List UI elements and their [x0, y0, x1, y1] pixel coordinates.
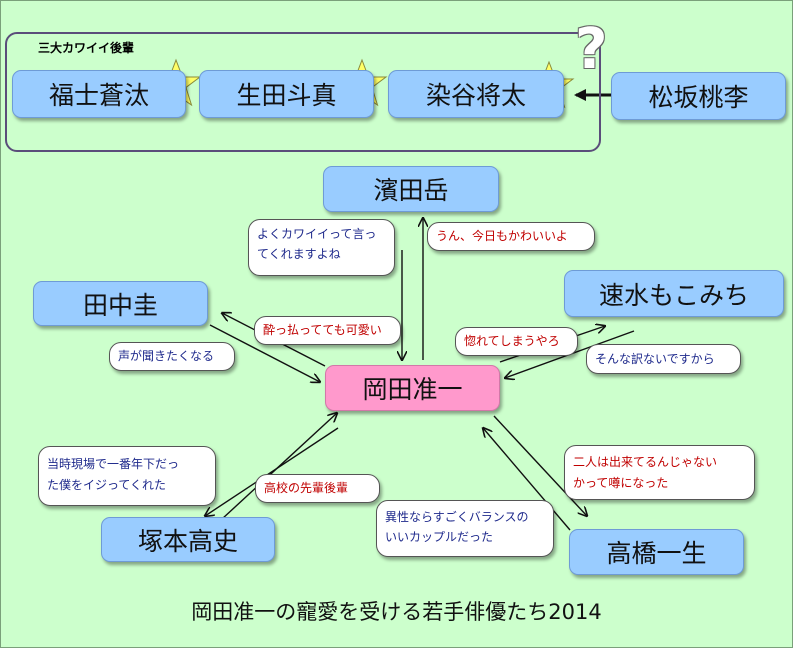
node-okada: 岡田准一	[325, 365, 500, 411]
node-fukushi: 福士蒼汰	[12, 70, 186, 118]
arrow-tsukamoto-to-okada	[221, 413, 337, 520]
node-hayami: 速水もこみち	[564, 270, 784, 317]
arrow-takahashi-to-okada	[483, 428, 571, 531]
node-takahashi: 高橋一生	[569, 529, 744, 575]
bubble-tsukamoto-to-okada: 当時現場で一番年下だっ た僕をイジってくれた	[38, 446, 216, 506]
bubble-tanaka-to-okada: 声が聞きたくなる	[109, 342, 235, 371]
bubble-okada-takahashi-rumor: 二人は出来てるんじゃない かって噂になった	[564, 445, 755, 500]
node-tsukamoto: 塚本高史	[101, 517, 275, 562]
bubble-hayami-to-okada: そんな訳ないですから	[586, 344, 741, 374]
group-frame	[5, 32, 601, 152]
node-matsuzaka: 松坂桃李	[611, 72, 786, 120]
diagram-title: 岡田准一の寵愛を受ける若手俳優たち2014	[191, 600, 602, 624]
arrow-tanaka-to-okada	[209, 324, 320, 382]
bubble-okada-to-tanaka: 酔っ払ってても可愛い	[254, 316, 401, 345]
arrow-okada-to-tsukamoto	[205, 427, 339, 516]
bubble-takahashi-note: 異性ならすごくバランスの いいカップルだった	[376, 500, 554, 557]
question-mark-icon: ?	[575, 17, 608, 82]
bubble-okada-to-tsukamoto: 高校の先輩後輩	[255, 474, 380, 503]
node-sometani: 染谷将太	[388, 70, 564, 118]
bubble-hamada-to-okada: よくカワイイって言っ てくれますよね	[248, 219, 395, 276]
node-tanaka: 田中圭	[33, 281, 208, 326]
bubble-okada-to-hayami: 惚れてしまうやろ	[455, 327, 578, 356]
node-hamada: 濱田岳	[323, 166, 499, 212]
group-label: 三大カワイイ後輩	[38, 41, 135, 55]
bubble-okada-to-hamada: うん、今日もかわいいよ	[427, 222, 595, 251]
node-ikuta: 生田斗真	[199, 70, 374, 118]
